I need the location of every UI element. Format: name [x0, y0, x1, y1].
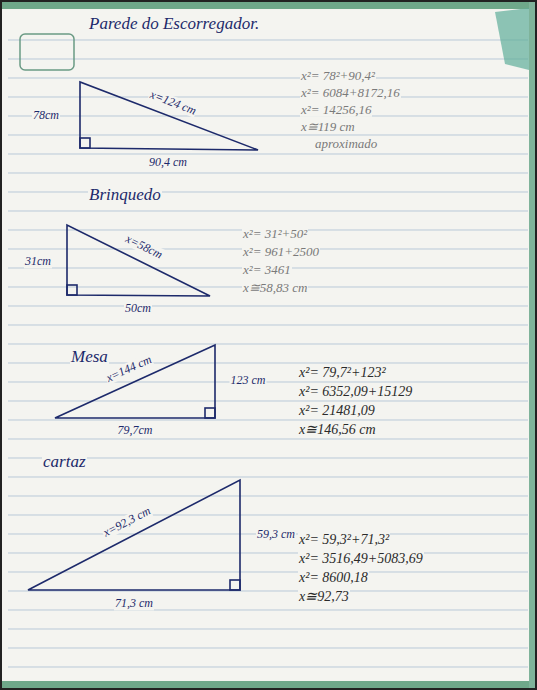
ruled-line	[8, 667, 528, 668]
dimension-label: 90,4 cm	[148, 156, 188, 169]
calculation-line: x²= 59,3²+71,3²	[298, 532, 390, 547]
dimension-label: x=144 cm	[103, 353, 154, 386]
calculation-line: x²= 14256,16	[300, 103, 372, 117]
ruled-line	[8, 173, 528, 174]
calculation-line: x²= 79,7²+123²	[298, 365, 387, 380]
triangle	[80, 82, 258, 150]
dimension-label: x=124 cm	[147, 88, 199, 118]
calculation-line: x²= 31²+50²	[242, 227, 308, 241]
ruled-line	[8, 420, 528, 421]
triangle	[67, 225, 210, 296]
ruled-line	[8, 553, 528, 554]
calculation-line: x≅146,56 cm	[298, 422, 377, 437]
section-heading: Mesa	[70, 348, 109, 367]
ruled-line	[8, 135, 528, 136]
ruled-line	[8, 154, 528, 155]
triangles	[28, 82, 258, 590]
corner-box	[20, 34, 74, 70]
ruled-line	[8, 382, 528, 383]
ruled-line	[8, 78, 528, 79]
ruled-line	[8, 192, 528, 193]
section-heading: cartaz	[42, 453, 87, 472]
ruled-line	[8, 344, 528, 345]
calculation-line: x²= 78²+90,4²	[300, 69, 376, 83]
triangle	[28, 480, 240, 590]
calculation-line: x²= 6352,09+15129	[298, 384, 413, 399]
ruled-line	[8, 629, 528, 630]
ruled-line	[8, 477, 528, 478]
triangle	[55, 345, 215, 418]
dimension-label: 59,3 cm	[256, 528, 296, 541]
calculation-line: x²= 8600,18	[298, 570, 369, 585]
ruled-line	[8, 97, 528, 98]
calculation-line: aproximado	[314, 137, 378, 151]
dimension-label: 71,3 cm	[114, 597, 154, 610]
section-heading: Parede do Escorregador.	[88, 15, 260, 34]
ruled-line	[8, 648, 528, 649]
ruled-line	[8, 496, 528, 497]
dimension-label: x=92,3 cm	[100, 504, 153, 540]
calculation-line: x≅58,83 cm	[242, 281, 308, 295]
dimension-label: 50cm	[124, 302, 152, 315]
calculation-line: x²= 3516,49+5083,69	[298, 551, 424, 566]
dimension-label: 31cm	[24, 255, 52, 268]
calculation-line: x≅92,73	[298, 589, 350, 604]
calculation-line: x²= 6084+8172,16	[300, 86, 401, 100]
ruled-line	[8, 211, 528, 212]
ruled-line	[8, 325, 528, 326]
section-heading: Brinquedo	[88, 186, 162, 205]
ruled-lines	[8, 40, 528, 667]
dimension-label: x=58cm	[123, 232, 166, 262]
ruled-line	[8, 401, 528, 402]
dimension-label: 79,7cm	[117, 424, 154, 437]
calculation-line: x≅119 cm	[300, 120, 356, 134]
dimension-label: 78cm	[32, 109, 60, 122]
ruled-line	[8, 306, 528, 307]
dimension-label: 123 cm	[230, 374, 267, 387]
ruled-line	[8, 439, 528, 440]
right-angle-mark	[205, 408, 215, 418]
right-angle-mark	[67, 285, 77, 295]
ruled-line	[8, 515, 528, 516]
calculation-line: x²= 3461	[242, 263, 292, 277]
right-angle-mark	[80, 138, 90, 148]
ruled-line	[8, 59, 528, 60]
ruled-line	[8, 40, 528, 41]
pen-cap	[495, 8, 529, 70]
ruled-line	[8, 572, 528, 573]
ruled-line	[8, 610, 528, 611]
right-angle-mark	[230, 580, 240, 590]
calculation-line: x²= 21481,09	[298, 403, 376, 418]
calculation-line: x²= 961+2500	[242, 245, 320, 259]
ruled-line	[8, 116, 528, 117]
